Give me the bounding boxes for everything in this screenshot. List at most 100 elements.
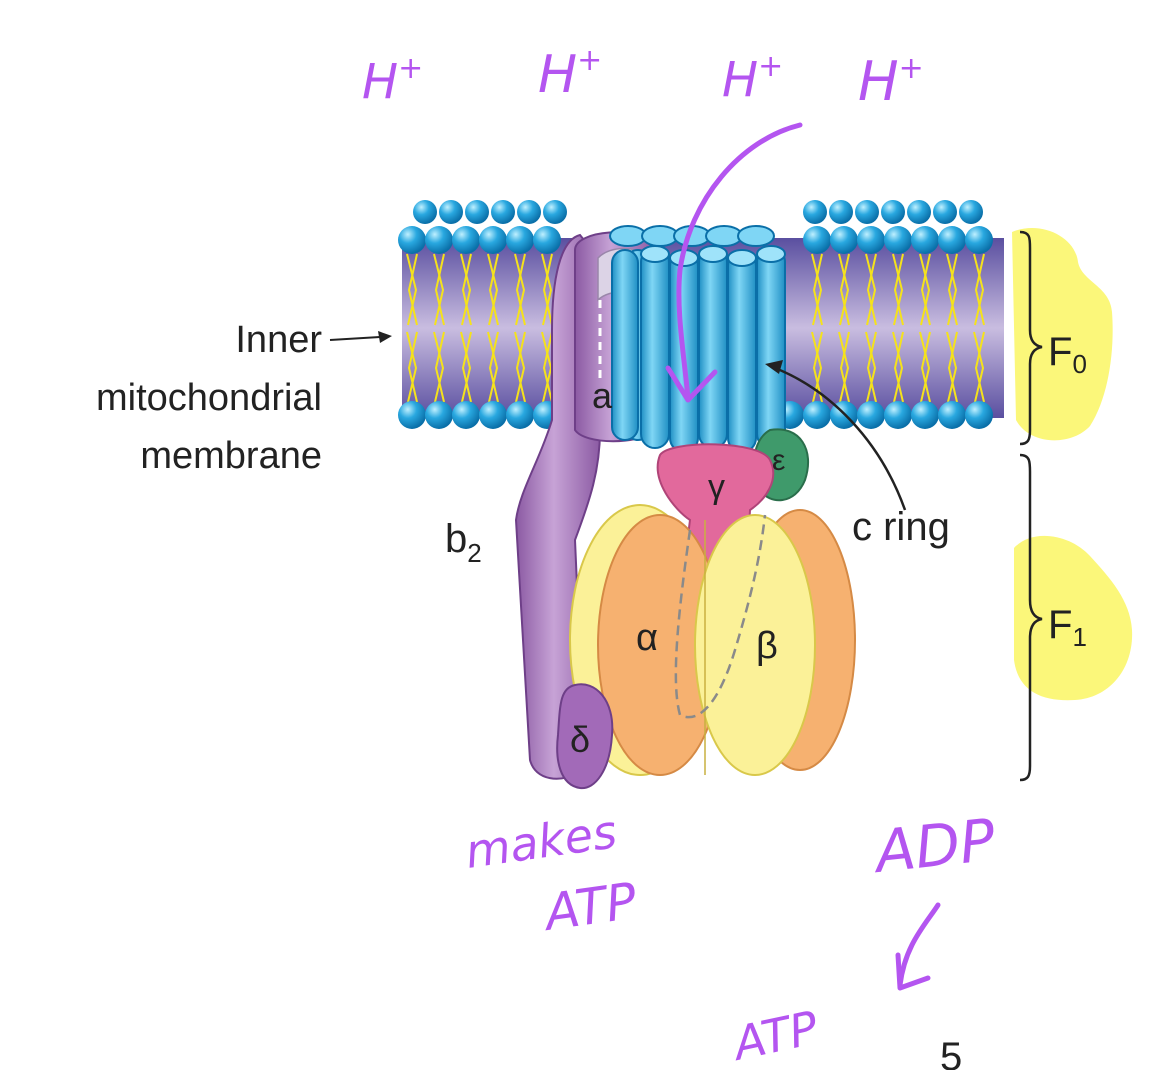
lipid-tail: [515, 253, 526, 326]
lipid-head: [933, 200, 957, 224]
lipid-head: [413, 200, 437, 224]
c-subunit-top: [737, 225, 775, 247]
atp-annotation: ATP: [726, 1000, 823, 1070]
membrane-label-line2: mitochondrial: [96, 377, 322, 419]
page-number: 5: [940, 1035, 962, 1070]
f1-highlight: [1014, 535, 1133, 701]
lipid-tail: [866, 253, 877, 326]
lipid-tail: [515, 331, 526, 403]
lipid-head: [465, 200, 489, 224]
f1-label-main: F: [1048, 603, 1072, 647]
f0-highlight: [1012, 227, 1113, 441]
lipid-tail: [460, 331, 472, 403]
lipid-head: [959, 200, 983, 224]
h-plus-1-h: H: [362, 54, 398, 110]
lipid-tail: [406, 331, 418, 403]
lipid-head: [965, 401, 993, 429]
c-subunit: [727, 251, 757, 453]
lipid-tail: [946, 253, 958, 326]
h-plus-4-sup: +: [899, 51, 924, 86]
lipid-head: [491, 200, 515, 224]
b2-label: b2: [445, 517, 482, 568]
lipid-tail: [434, 253, 445, 326]
adp-to-atp-arrow: [897, 902, 941, 988]
alpha-label: α: [636, 617, 658, 659]
makes-atp-line1: makes: [462, 804, 620, 879]
c-subunit-cap: [727, 249, 757, 267]
lipid-tail: [406, 253, 418, 326]
f1-bracket: [1019, 453, 1043, 782]
membrane-label-line1: Inner: [235, 319, 322, 361]
h-plus-1: H+: [362, 51, 423, 110]
c-subunit-top: [609, 225, 647, 247]
epsilon-label: ε: [772, 444, 785, 477]
lipid-heads-back-row: [413, 200, 983, 224]
c-subunit: [611, 249, 639, 441]
lipid-tail: [542, 253, 553, 326]
lipid-head: [965, 226, 993, 254]
lipid-tail: [919, 331, 931, 403]
lipid-tail: [407, 331, 418, 403]
lipid-tail: [838, 331, 850, 403]
lipid-tail: [865, 253, 877, 326]
h-plus-4-h: H: [858, 50, 899, 113]
lipid-tail: [488, 253, 499, 326]
makes-atp-line2: ATP: [539, 872, 641, 943]
f0-label-sub: 0: [1072, 349, 1086, 379]
h-plus-3: H+: [722, 49, 783, 108]
lipid-head: [439, 200, 463, 224]
f1-head: [569, 504, 856, 776]
lipid-tail: [487, 331, 499, 403]
lipid-head: [506, 401, 534, 429]
h-plus-2-sup: +: [577, 43, 602, 78]
lipid-tail: [973, 331, 985, 403]
lipid-head: [543, 200, 567, 224]
lipid-head: [829, 200, 853, 224]
lipid-tail: [433, 331, 445, 403]
lipid-head: [398, 401, 426, 429]
c-ring-pointer-head: [765, 360, 783, 374]
lipid-head: [911, 401, 939, 429]
lipid-head: [533, 226, 561, 254]
proton-flow-arrow: [676, 122, 803, 401]
lipid-tail: [892, 331, 904, 403]
lipid-tail: [974, 253, 985, 326]
lipid-tail: [893, 331, 904, 403]
lipid-tail: [974, 331, 985, 403]
f1-label: F1: [1048, 603, 1087, 652]
b2-label-sub: 2: [467, 538, 481, 568]
delta-subunit: [556, 683, 614, 790]
h-plus-3-h: H: [722, 52, 758, 108]
lipid-tail: [892, 253, 904, 326]
beta-label: β: [756, 625, 778, 667]
subunit-a-label: a: [592, 375, 613, 416]
c-subunit-cap: [756, 245, 786, 263]
lipid-head: [911, 226, 939, 254]
membrane-label-line3: membrane: [140, 435, 322, 477]
lipid-tail: [947, 253, 958, 326]
lipid-tail: [461, 253, 472, 326]
membrane-arrow: [329, 336, 381, 341]
b2-label-main: b: [445, 517, 467, 561]
lipid-tail: [865, 331, 877, 403]
lipid-head: [479, 226, 507, 254]
lipid-tail: [920, 331, 931, 403]
lipid-tail: [407, 253, 418, 326]
lipid-head: [452, 401, 480, 429]
c-subunit-cap: [640, 245, 670, 263]
lipid-tail: [839, 331, 850, 403]
lipid-tail: [514, 253, 526, 326]
c-subunit: [640, 247, 670, 449]
c-ring-pointer: [774, 366, 907, 511]
lipid-tail: [866, 331, 877, 403]
lipid-head: [855, 200, 879, 224]
lipid-tail: [947, 331, 958, 403]
lipid-tail: [433, 253, 445, 326]
lipid-tail: [812, 253, 823, 326]
lipid-tail: [839, 253, 850, 326]
adp-to-atp-arrowhead: [895, 952, 931, 991]
lipid-head: [830, 226, 858, 254]
c-ring: [609, 225, 786, 453]
lipid-head: [803, 200, 827, 224]
gamma-label: γ: [708, 468, 725, 506]
